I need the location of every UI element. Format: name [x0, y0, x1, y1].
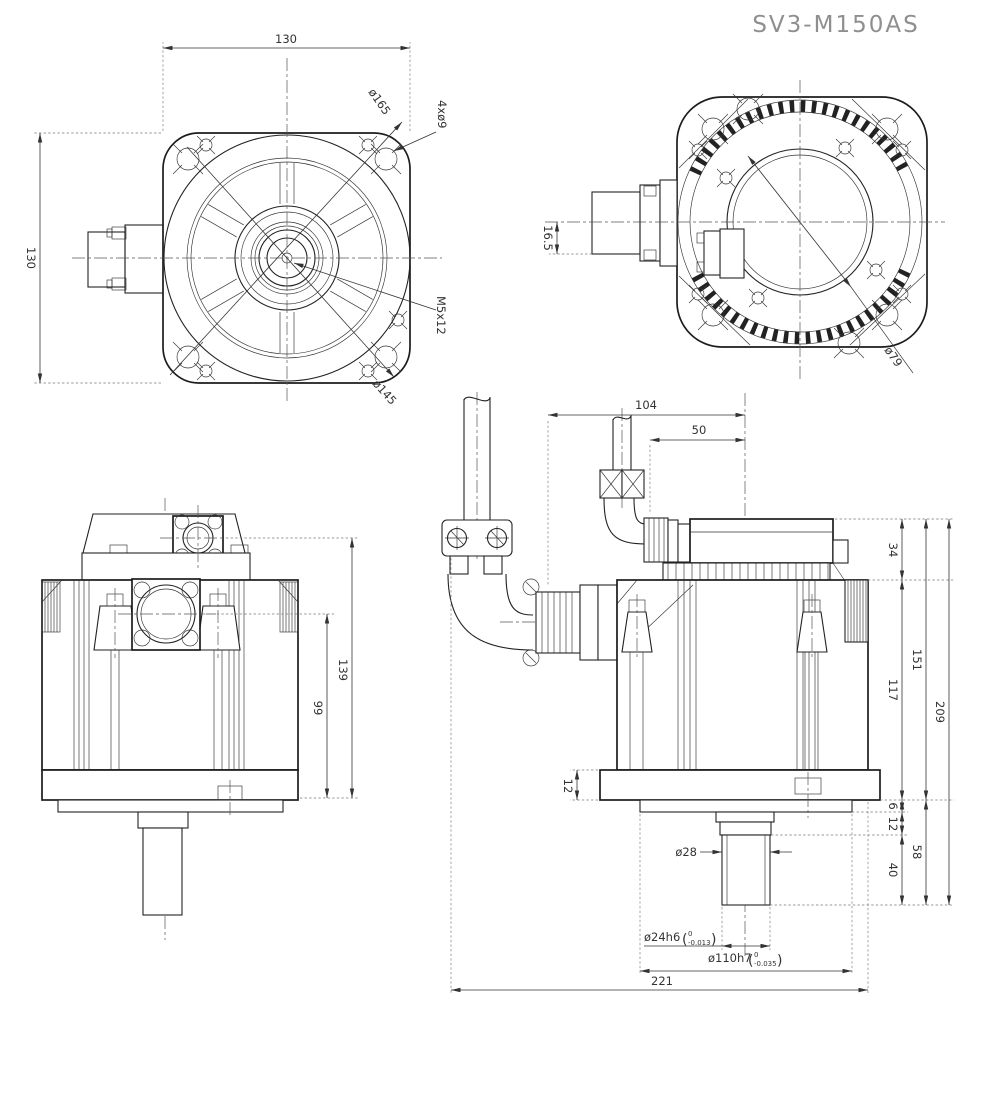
- dim-pilot-fit-close: ): [777, 953, 782, 969]
- side-view: 99 139: [41, 498, 358, 940]
- label-bolt-circle-dia: ø165: [366, 86, 394, 118]
- cable-side-view: 104 50 12 34 117 6 12 40 151 58 209 ø28 …: [441, 392, 954, 994]
- dim-front-length: 58: [910, 845, 924, 860]
- dim-collar-length: 12: [886, 817, 900, 832]
- dim-connector-offset: 16.5: [541, 225, 555, 251]
- dim-total-height: 209: [933, 701, 947, 723]
- dim-shaft-fit-close: ): [711, 932, 716, 948]
- dim-flange-thickness: 12: [561, 779, 575, 794]
- dim-pilot-depth: 6: [886, 802, 900, 809]
- front-flange-view: 130 130 ø165 4xø9 M5x12 ø145: [24, 32, 449, 408]
- dim-front-width: 130: [275, 32, 297, 46]
- dim-center-height: 99: [311, 701, 325, 716]
- label-shaft-tap: M5x12: [434, 296, 448, 335]
- dim-shaft-fit-lower: -0.013: [688, 939, 711, 947]
- dim-pilot-fit-name: ø110h7: [708, 951, 752, 965]
- dim-total-height: 139: [336, 659, 350, 681]
- rear-view: ø79 16.5: [541, 80, 945, 382]
- dim-shaft-fit-open: (: [682, 932, 687, 948]
- label-mounting-holes: 4xø9: [435, 100, 449, 128]
- dim-pilot-fit-lower: -0.035: [754, 960, 777, 968]
- dim-shaft-length: 40: [886, 863, 900, 878]
- dim-shaft-fit-upper: 0: [688, 930, 692, 938]
- dim-shaft-fit-name: ø24h6: [644, 930, 680, 944]
- dim-front-height: 130: [24, 247, 38, 269]
- dim-encoder-clearance: 50: [692, 423, 707, 437]
- dim-boss-dia: ø28: [675, 845, 697, 859]
- dim-body-length: 117: [886, 679, 900, 701]
- label-flange-dia: ø145: [370, 377, 400, 408]
- page-title: SV3-M150AS: [752, 12, 919, 38]
- dim-box-height: 34: [886, 543, 900, 558]
- dim-bend-clearance: 104: [635, 398, 657, 412]
- dim-pilot-fit-upper: 0: [754, 951, 758, 959]
- dim-overall-length: 221: [651, 974, 673, 988]
- dim-pilot-fit-open: (: [748, 953, 753, 969]
- dim-body-with-box: 151: [910, 649, 924, 671]
